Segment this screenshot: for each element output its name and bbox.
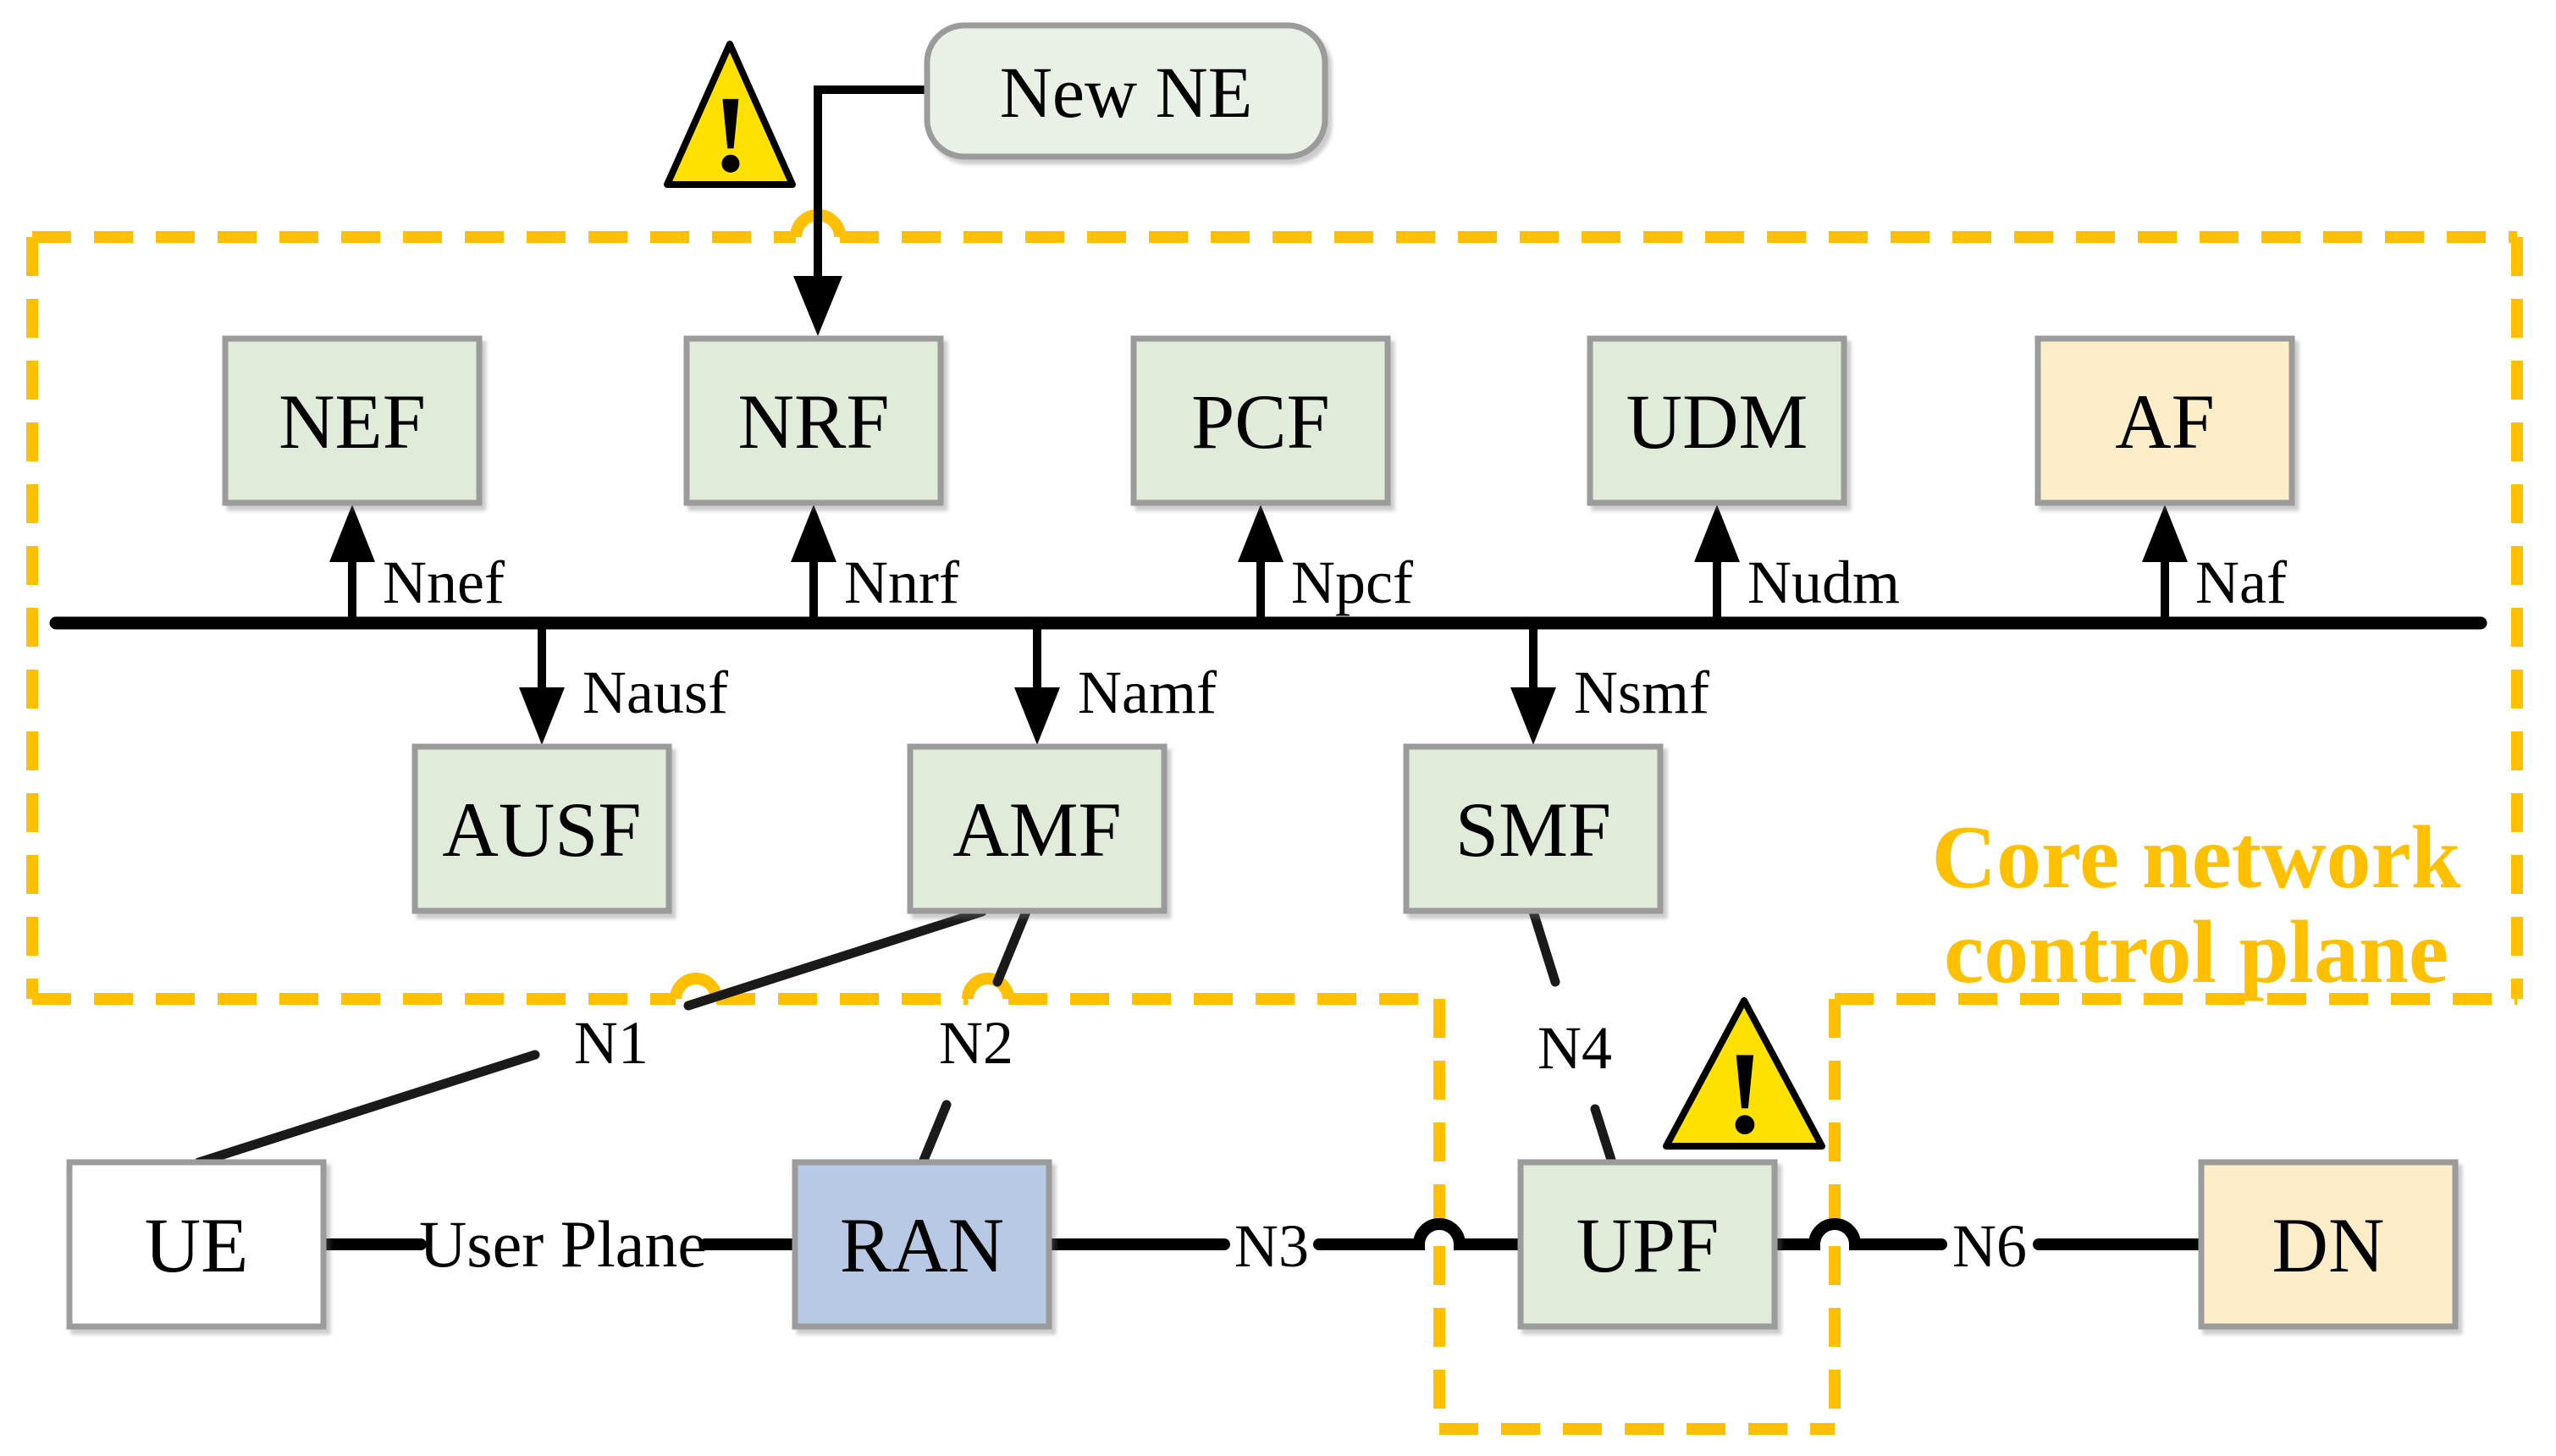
warning-upf: ! [1663, 997, 1825, 1159]
smf-label: SMF [1455, 786, 1611, 873]
region-label: Core network control plane [1931, 808, 2460, 1001]
new-ne-box [924, 22, 1328, 160]
n1-link-line [194, 907, 987, 1167]
new-ne-label: New NE [1000, 52, 1253, 133]
nausf-interface-label: Nausf [582, 659, 728, 726]
nsmf-arrowhead [1510, 687, 1556, 745]
amf-node [907, 743, 1168, 914]
user-plane-label: User Plane [419, 1207, 707, 1281]
warning-nrf: ! [664, 41, 796, 196]
n3-interface-label: N3 [1234, 1212, 1309, 1280]
naf-arrowhead [2142, 505, 2188, 562]
warning-exclamation-glyph: ! [1725, 1028, 1765, 1159]
nausf-arrowhead [519, 687, 565, 745]
new-ne-node: New NE [924, 22, 1328, 160]
nrf-label: NRF [738, 378, 890, 465]
new-ne-arrowhead [793, 276, 842, 336]
nnef-interface-label: Nnef [383, 549, 505, 616]
af-node [2034, 335, 2295, 506]
nef-label: NEF [279, 378, 426, 465]
nudm-arrowhead [1694, 505, 1740, 562]
namf-interface-label: Namf [1078, 659, 1217, 726]
n3-line-b-with-hop [1313, 1218, 1526, 1250]
upf-node [1517, 1159, 1778, 1330]
new-ne-connector [793, 85, 930, 336]
nef-node [222, 335, 483, 506]
pcf-label: PCF [1191, 378, 1330, 465]
af-label: AF [2115, 378, 2215, 465]
namf-arrowhead [1014, 687, 1060, 745]
amf-label: AMF [952, 786, 1121, 873]
smf-node [1403, 743, 1664, 914]
nnrf-arrowhead [791, 505, 836, 562]
n6-line-a-with-hop [1769, 1218, 1947, 1250]
nnef-arrowhead [329, 505, 375, 562]
udm-label: UDM [1626, 378, 1808, 465]
ausf-node [411, 743, 672, 914]
region-label-line2: control plane [1944, 902, 2448, 1001]
region-bottom-hop-n2 [962, 973, 1014, 1000]
ran-label: RAN [840, 1202, 1004, 1288]
bottom-row-nodes: UE RAN UPF DN [66, 1159, 2459, 1330]
ue-node [66, 1159, 327, 1330]
npcf-interface-label: Npcf [1291, 549, 1413, 616]
middle-row-nodes: AUSF AMF SMF [411, 743, 1664, 914]
naf-interface-label: Naf [2195, 549, 2287, 616]
ue-label: UE [145, 1202, 249, 1288]
upf-dashed-subbox [1433, 999, 1841, 1435]
n4-link-line [1528, 907, 1616, 1165]
region-bottom-hop-n1 [670, 973, 722, 1000]
n2-link-line [918, 907, 1031, 1167]
n4-interface-label: N4 [1537, 1014, 1612, 1082]
dn-label: DN [2272, 1202, 2385, 1288]
ran-node [792, 1159, 1052, 1330]
new-ne-connector-line [814, 85, 930, 279]
warning-exclamation-glyph: ! [712, 74, 748, 196]
warning-triangle-icon [1663, 997, 1825, 1150]
region-label-line1: Core network [1931, 808, 2460, 907]
top-row-nodes: NEF NRF PCF UDM AF [222, 335, 2295, 506]
pcf-node [1130, 335, 1391, 506]
upf-label: UPF [1576, 1202, 1720, 1288]
npcf-arrowhead [1238, 505, 1284, 562]
dn-node [2198, 1159, 2459, 1330]
bus-up-arrows [329, 505, 2188, 620]
nnrf-interface-label: Nnrf [844, 549, 959, 616]
nudm-interface-label: Nudm [1747, 549, 1900, 616]
n2-interface-label: N2 [939, 1009, 1013, 1077]
n6-interface-label: N6 [1952, 1212, 2027, 1280]
udm-node [1587, 335, 1847, 506]
bus-down-arrows [519, 626, 1556, 745]
diagonal-links: N1 N2 N4 [194, 907, 1616, 1167]
ausf-label: AUSF [442, 786, 641, 873]
user-plane-links: User Plane N3 N6 [317, 1207, 2207, 1281]
n1-interface-label: N1 [574, 1009, 649, 1077]
bus-interface-labels: Nnef Nnrf Npcf Nudm Naf Nausf Namf Nsmf [383, 549, 2287, 726]
nsmf-interface-label: Nsmf [1574, 659, 1709, 726]
warning-triangle-icon [664, 41, 796, 188]
core-network-control-plane-region [26, 209, 2523, 1005]
nrf-node [683, 335, 944, 506]
